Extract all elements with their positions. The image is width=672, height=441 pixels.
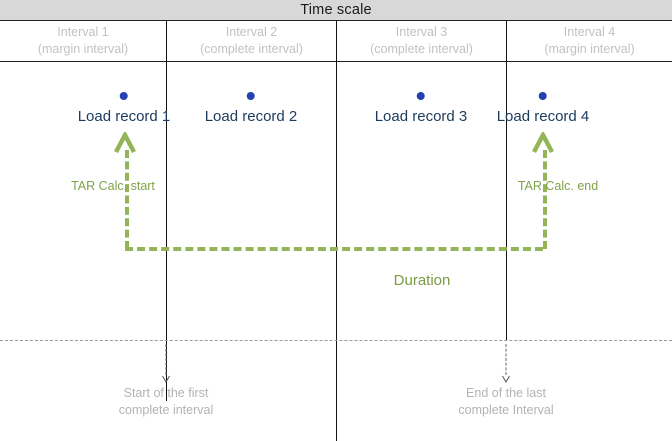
complete-interval-guide-line bbox=[0, 340, 672, 341]
interval-1-name: Interval 1 bbox=[57, 24, 109, 39]
interval-divider-2 bbox=[336, 20, 337, 441]
load-record-1: Load record 1 bbox=[77, 92, 171, 126]
record-dot-icon bbox=[246, 92, 255, 100]
interval-1-kind: (margin interval) bbox=[37, 41, 129, 56]
load-record-4-label: Load record 4 bbox=[496, 108, 590, 125]
load-record-3: Load record 3 bbox=[374, 92, 468, 126]
tar-start-arrowhead-icon bbox=[114, 130, 136, 159]
duration-baseline bbox=[125, 247, 543, 251]
record-dot-icon bbox=[538, 92, 547, 100]
interval-3-name: Interval 3 bbox=[395, 24, 448, 39]
interval-header-row: Interval 1 (margin interval) Interval 2 … bbox=[0, 20, 672, 61]
diagram-title-bar: Time scale bbox=[0, 0, 672, 20]
interval-3-kind: (complete interval) bbox=[370, 41, 473, 56]
last-complete-interval-pointer-line bbox=[505, 344, 507, 375]
interval-header-1: Interval 1 (margin interval) bbox=[0, 20, 166, 61]
first-complete-interval-note: Start of the first complete interval bbox=[119, 385, 214, 419]
tar-calc-end-label: TAR Calc. end bbox=[517, 179, 599, 193]
duration-label: Duration bbox=[393, 272, 451, 289]
page-title: Time scale bbox=[300, 1, 372, 18]
interval-header-4: Interval 4 (margin interval) bbox=[507, 20, 672, 61]
record-dot-icon bbox=[416, 92, 425, 100]
interval-2-kind: (complete interval) bbox=[200, 41, 303, 56]
interval-2-name: Interval 2 bbox=[225, 24, 278, 39]
note-line-1: End of the last bbox=[466, 386, 546, 400]
load-record-2: Load record 2 bbox=[204, 92, 298, 126]
load-record-2-label: Load record 2 bbox=[204, 108, 298, 125]
last-complete-interval-arrow-icon bbox=[502, 371, 511, 389]
record-dot-icon bbox=[119, 92, 128, 100]
interval-4-name: Interval 4 bbox=[563, 24, 616, 39]
note-line-2: complete interval bbox=[118, 403, 214, 417]
note-line-2: complete Interval bbox=[458, 403, 554, 417]
interval-4-kind: (margin interval) bbox=[544, 41, 635, 56]
last-complete-interval-note: End of the last complete Interval bbox=[458, 385, 553, 419]
interval-header-2: Interval 2 (complete interval) bbox=[167, 20, 336, 61]
note-line-1: Start of the first bbox=[123, 386, 209, 400]
interval-header-3: Interval 3 (complete interval) bbox=[337, 20, 506, 61]
first-complete-interval-arrow-icon bbox=[162, 371, 171, 389]
tar-start-connector-line bbox=[125, 150, 129, 249]
load-record-3-label: Load record 3 bbox=[374, 108, 468, 125]
tar-end-connector-line bbox=[543, 150, 547, 249]
tar-calc-start-label: TAR Calc. start bbox=[71, 179, 155, 193]
first-complete-interval-pointer-line bbox=[165, 344, 167, 375]
interval-divider-1 bbox=[166, 20, 167, 401]
load-record-4: Load record 4 bbox=[496, 92, 590, 126]
load-record-1-label: Load record 1 bbox=[77, 108, 171, 125]
interval-divider-3 bbox=[506, 20, 507, 341]
tar-end-arrowhead-icon bbox=[532, 130, 554, 159]
